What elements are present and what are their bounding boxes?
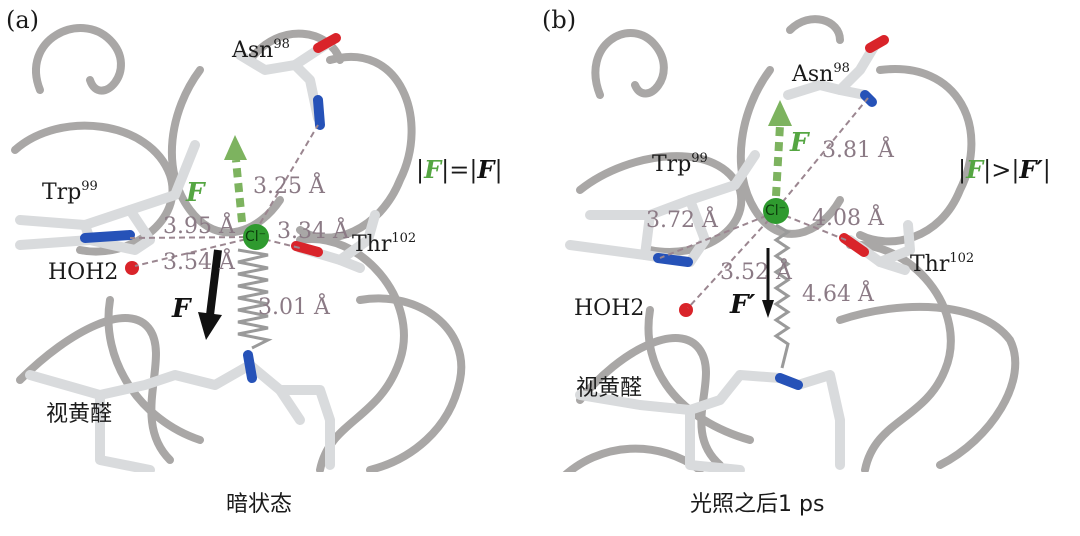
force-green-label: F <box>186 178 205 208</box>
residue-thr102: Thr102 <box>352 231 417 257</box>
green-force-arrow <box>768 100 792 197</box>
chloride-ion <box>243 224 269 250</box>
chloride-ion <box>763 198 789 224</box>
residue-trp99: Trp99 <box>42 179 98 205</box>
spring <box>237 248 273 350</box>
chloride-label: Cl⁻ <box>245 229 267 245</box>
water-label: HOH2 <box>574 296 645 321</box>
water-oxygen <box>679 303 693 317</box>
distance-label: 4.64 Å <box>802 282 874 307</box>
structure-drawing-b <box>540 15 1080 536</box>
structure-drawing-a <box>11 24 466 475</box>
distance-label: 3.52 Å <box>720 260 792 285</box>
water-label: HOH2 <box>48 260 119 285</box>
force-equation: |F|=|F| <box>416 155 503 184</box>
green-force-arrow <box>224 135 247 223</box>
residue-asn98: Asn98 <box>232 37 290 63</box>
residue-thr102: Thr102 <box>910 251 975 277</box>
force-green-label: F <box>790 128 809 158</box>
water-oxygen <box>125 261 139 275</box>
chloride-label: Cl⁻ <box>765 203 787 219</box>
distance-label: 3.81 Å <box>822 138 894 163</box>
retinal-label: 视黄醛 <box>576 376 643 401</box>
distance-label: 3.25 Å <box>253 174 325 199</box>
hbond-dashes <box>129 124 319 267</box>
hetero-atoms <box>80 33 341 383</box>
residue-asn98: Asn98 <box>792 61 850 87</box>
panel-caption: 暗状态 <box>226 492 293 517</box>
panel-label: (b) <box>542 6 577 34</box>
distance-label: 4.08 Å <box>812 206 884 231</box>
panel-a-dark-state: (a) Asn98 Trp99 Thr102 HOH2 视黄醛 Cl⁻ 3.25… <box>6 6 503 517</box>
distance-label: 3.95 Å <box>163 214 235 239</box>
retinal-label: 视黄醛 <box>46 402 113 427</box>
panel-caption: 光照之后1 ps <box>690 492 825 517</box>
panel-label: (a) <box>6 6 40 34</box>
distance-label: 3.01 Å <box>258 295 330 320</box>
distance-label: 3.54 Å <box>163 250 235 275</box>
panel-b-after-light: (b) Asn98 Trp99 Thr102 HOH2 视黄醛 Cl⁻ 3.81… <box>540 0 1080 536</box>
distance-label: 3.34 Å <box>277 219 349 244</box>
force-equation: |F|>|F′| <box>958 155 1051 184</box>
black-force-arrow <box>198 249 222 340</box>
force-black-label: F′ <box>730 290 756 320</box>
spring <box>773 223 791 369</box>
residue-trp99: Trp99 <box>652 151 708 177</box>
distance-label: 3.72 Å <box>646 208 718 233</box>
black-force-arrow <box>762 248 774 318</box>
force-black-label: F <box>172 294 191 324</box>
